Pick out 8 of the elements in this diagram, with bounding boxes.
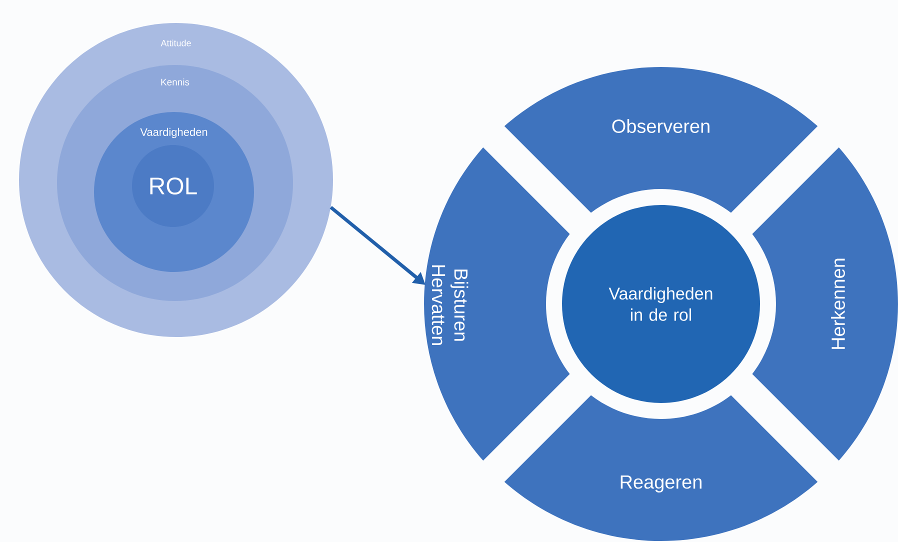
ring-segment: Bijsturen Hervatten: [424, 147, 570, 461]
ring-segment: Herkennen: [752, 147, 898, 461]
ring-label: Vaardigheden: [140, 128, 208, 138]
ring-segment: Observeren: [504, 67, 818, 213]
ring-label: ROL: [150, 178, 197, 194]
ring-label: Kennis: [161, 78, 190, 86]
ring-segment: Reageren: [504, 395, 818, 541]
ring-label: Attitude: [160, 40, 191, 46]
